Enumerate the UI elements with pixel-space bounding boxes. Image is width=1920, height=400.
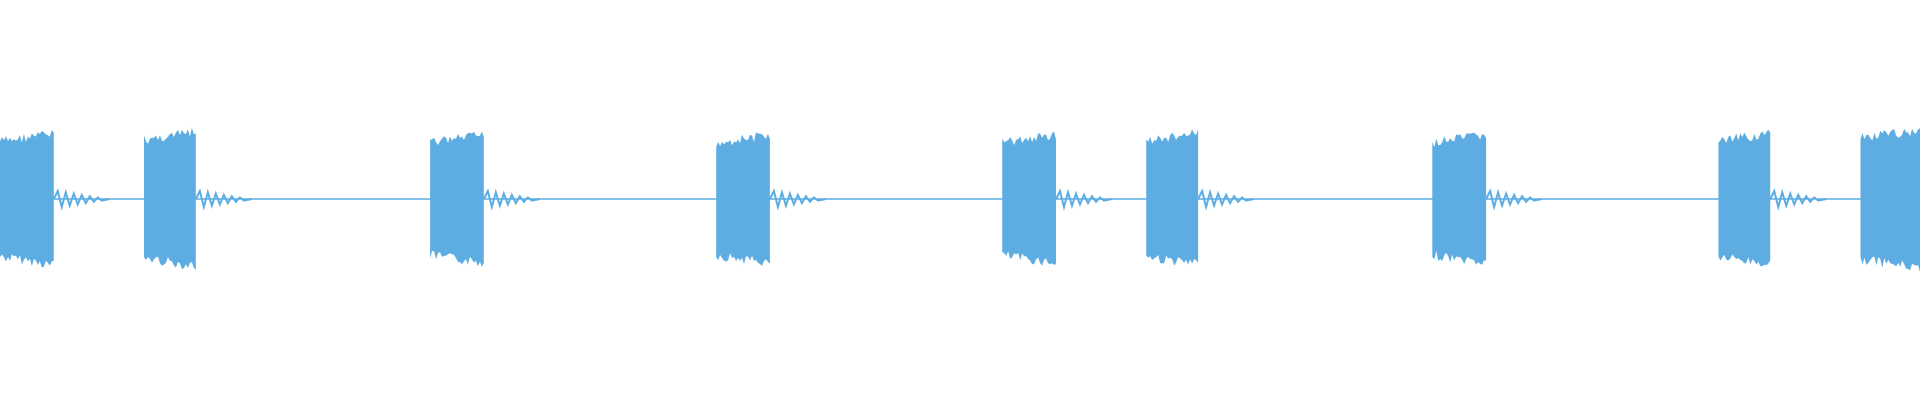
waveform-tail-7 [1485,188,1543,211]
waveform-tail-5 [1055,188,1113,211]
waveform-burst-7 [1432,132,1487,265]
waveform-burst-2 [144,127,196,270]
waveform-tail-8 [1769,188,1827,211]
waveform-bursts [0,127,1920,272]
waveform-tail-1 [52,188,110,211]
waveform-burst-1 [0,130,54,268]
waveform-burst-6 [1146,129,1199,266]
waveform-tail-2 [194,188,253,211]
waveform-burst-3 [430,131,484,267]
waveform-tail-3 [482,188,541,211]
waveform-burst-9 [1860,128,1920,272]
waveform-burst-5 [1002,131,1056,266]
waveform-burst-4 [716,132,770,266]
waveform-tail-4 [769,188,827,211]
waveform-burst-8 [1718,129,1771,267]
waveform-tail-6 [1197,188,1255,211]
